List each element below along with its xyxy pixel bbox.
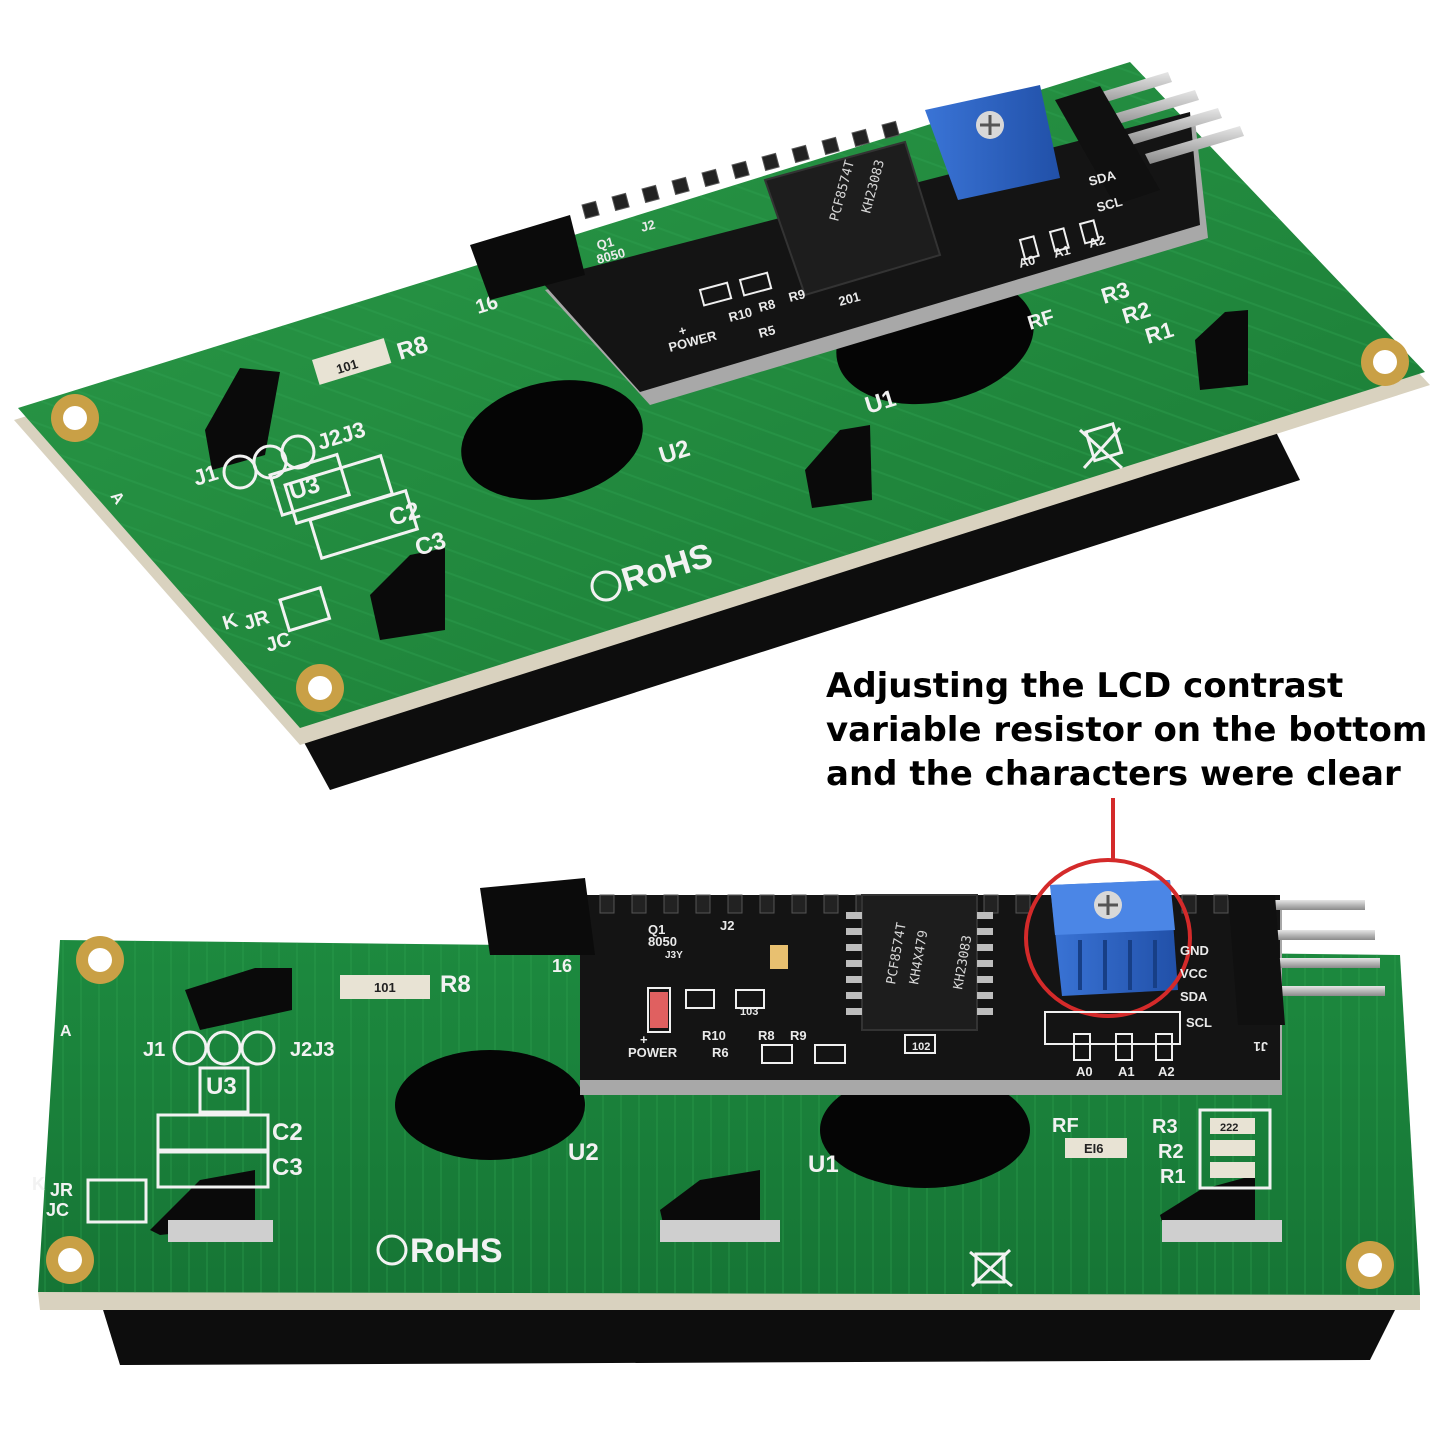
- bottom-adapter-8050: 8050: [648, 934, 677, 949]
- bottom-label-u3: U3: [206, 1073, 237, 1100]
- bottom-adapter-j3y: J3Y: [665, 950, 683, 961]
- bottom-smd-ei6: EI6: [1084, 1141, 1104, 1156]
- bottom-adapter-a0: A0: [1076, 1064, 1093, 1079]
- bottom-label-a: A: [60, 1023, 72, 1040]
- top-hole-u2: [461, 380, 643, 500]
- top-mounting-holes: [51, 338, 1409, 712]
- bottom-label-u1: U1: [808, 1151, 839, 1178]
- bottom-contrast-potentiometer[interactable]: [1050, 880, 1178, 996]
- bottom-adapter-j1: J1: [1254, 1039, 1268, 1054]
- top-adapter-r8: R8: [757, 296, 777, 315]
- top-adapter-r10: R10: [727, 304, 754, 325]
- bottom-backlight-jumper: [480, 878, 595, 955]
- bottom-adapter-q1: Q1: [648, 922, 665, 937]
- bottom-label-c2: C2: [272, 1119, 303, 1146]
- bottom-pcf8574-chip: [861, 894, 978, 1031]
- bottom-i2c-pins: [1235, 900, 1385, 996]
- bottom-label-rf: RF: [1052, 1115, 1079, 1137]
- bottom-lcd-module: 101 R8 J1 J2J3 U3 C2 C3 U2 U1 A K JR JC …: [32, 798, 1420, 1365]
- top-adapter-8050: 8050: [595, 245, 627, 267]
- top-adapter-q1: Q1: [595, 234, 616, 253]
- bottom-clips: [150, 968, 1255, 1235]
- annotation-line-2: variable resistor on the bottom: [826, 710, 1428, 750]
- bottom-adapter-j2: J2: [720, 918, 734, 933]
- top-adapter-sda: SDA: [1087, 167, 1118, 189]
- bottom-mounting-holes: [46, 936, 1394, 1289]
- annotation-line-1: Adjusting the LCD contrast: [826, 666, 1344, 706]
- top-adapter-201: 201: [837, 289, 862, 309]
- bottom-label-j2j3: J2J3: [290, 1039, 335, 1061]
- bottom-pcb-edge: [38, 1292, 1420, 1310]
- bottom-label-u2: U2: [568, 1139, 599, 1166]
- bottom-label-jc: JC: [46, 1200, 69, 1220]
- bottom-adapter-a1: A1: [1118, 1064, 1135, 1079]
- bottom-adapter-a2: A2: [1158, 1064, 1175, 1079]
- top-smd-r8: [312, 338, 392, 385]
- bottom-label-jr: JR: [50, 1180, 73, 1200]
- top-pcf8574-chip: [763, 140, 942, 297]
- top-lcd-body: [300, 420, 1300, 790]
- bottom-label-j1: J1: [143, 1039, 165, 1061]
- top-adapter-r9: R9: [787, 286, 807, 305]
- annotation-caption: Adjusting the LCD contrast variable resi…: [826, 664, 1436, 796]
- bottom-adapter-vcc: VCC: [1180, 966, 1208, 981]
- top-adapter-scl: SCL: [1095, 194, 1124, 215]
- bottom-adapter-gnd: GND: [1180, 943, 1209, 958]
- top-backlight-jumper: [470, 215, 585, 300]
- top-clips: [205, 310, 1248, 640]
- bottom-i2c-adapter: PCF8574T KH4X479 KH23083: [480, 858, 1385, 1095]
- bottom-label-r2: R2: [1158, 1141, 1184, 1163]
- bottom-label-r3: R3: [1152, 1116, 1178, 1138]
- bottom-hole-u1: [820, 1072, 1030, 1188]
- bottom-smd-code: 101: [374, 980, 396, 995]
- bottom-adapter-r9: R9: [790, 1028, 807, 1043]
- bottom-hole-u2: [395, 1050, 585, 1160]
- top-adapter-r5: R5: [757, 322, 777, 341]
- top-label-k: K: [220, 609, 241, 634]
- bottom-label-k: K: [32, 1174, 45, 1194]
- top-weee-bin-icon: [1078, 421, 1124, 470]
- top-adapter-a1: A1: [1052, 242, 1072, 261]
- annotation-line-3: and the characters were clear: [826, 754, 1401, 794]
- top-adapter-plus: +: [677, 322, 689, 339]
- bottom-adapter-scl: SCL: [1186, 1015, 1212, 1030]
- bottom-label-r8: R8: [440, 971, 471, 998]
- top-i2c-adapter: PCF8574T KH23083 Q1 8050 J2 POWER: [470, 72, 1244, 405]
- bottom-adapter-r8: R8: [758, 1028, 775, 1043]
- top-adapter-j2: J2: [639, 217, 657, 235]
- top-lcd-module: 101 R8 J1 J2J3 U3 C2 C3 U2 U1 A K JR JC …: [14, 62, 1430, 790]
- bottom-adapter-sda: SDA: [1180, 989, 1208, 1004]
- bottom-adapter-r10: R10: [702, 1028, 726, 1043]
- bottom-lcd-body: [100, 1300, 1400, 1365]
- bottom-label-c3: C3: [272, 1154, 303, 1181]
- bottom-adapter-plus: +: [640, 1032, 648, 1047]
- bottom-adapter-power: POWER: [628, 1045, 678, 1060]
- bottom-weee-bin-icon: [969, 1248, 1013, 1288]
- bottom-rohs-logo: RoHS: [376, 1232, 503, 1270]
- top-potentiometer: [925, 85, 1060, 200]
- bottom-adapter-r6: R6: [712, 1045, 729, 1060]
- highlight-circle: [1024, 858, 1192, 1018]
- top-smd-code: 101: [334, 356, 359, 377]
- bottom-adapter-102: 102: [912, 1041, 930, 1053]
- bottom-label-16: 16: [552, 956, 572, 976]
- bottom-smd-r8: [340, 975, 430, 999]
- top-adapter-a2: A2: [1087, 232, 1107, 251]
- bottom-smd-222: 222: [1220, 1122, 1238, 1134]
- bottom-rohs-text: RoHS: [410, 1232, 503, 1270]
- bottom-label-r1: R1: [1160, 1166, 1186, 1188]
